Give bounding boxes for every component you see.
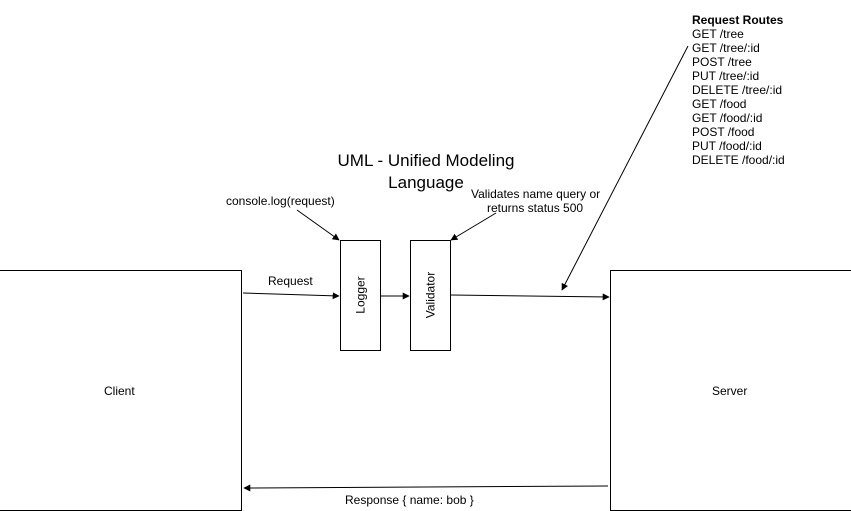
route-item: PUT /tree/:id (692, 69, 760, 83)
routes-heading: Request Routes (692, 13, 784, 27)
request-label: Request (268, 274, 313, 288)
diagram-title-line-2: Language (388, 173, 464, 192)
route-item: DELETE /food/:id (692, 153, 785, 167)
route-item: GET /tree/:id (692, 41, 760, 55)
route-item: POST /food (692, 125, 755, 139)
response-label: Response { name: bob } (345, 493, 474, 507)
request-arrow (242, 292, 340, 300)
logger-note: console.log(request) (226, 194, 335, 208)
route-item: POST /tree (692, 55, 752, 69)
server-label: Server (712, 384, 748, 398)
logger-note-arrow (296, 209, 340, 241)
logger-box (340, 240, 381, 351)
validator-note-line-1: Validates name query or (471, 187, 601, 201)
validator-to-server-arrow (450, 293, 610, 301)
routes-arrow (561, 45, 689, 291)
route-item: GET /food (692, 97, 747, 111)
logger-label: Logger (353, 276, 368, 314)
route-item: PUT /food/:id (692, 139, 762, 153)
validator-label: Validator (423, 271, 438, 319)
validator-note-arrow (450, 212, 497, 241)
validator-note-line-2: returns status 500 (487, 201, 584, 215)
request-routes-list: Request Routes GET /tree GET /tree/:id P… (692, 13, 785, 167)
response-arrow (243, 484, 609, 492)
route-item: DELETE /tree/:id (692, 83, 783, 97)
validator-box (410, 240, 451, 351)
diagram-title-line-1: UML - Unified Modeling (337, 151, 515, 170)
route-item: GET /tree (692, 27, 744, 41)
server-box (610, 270, 851, 511)
route-item: GET /food/:id (692, 111, 763, 125)
client-box (0, 270, 242, 511)
client-label: Client (104, 384, 135, 398)
